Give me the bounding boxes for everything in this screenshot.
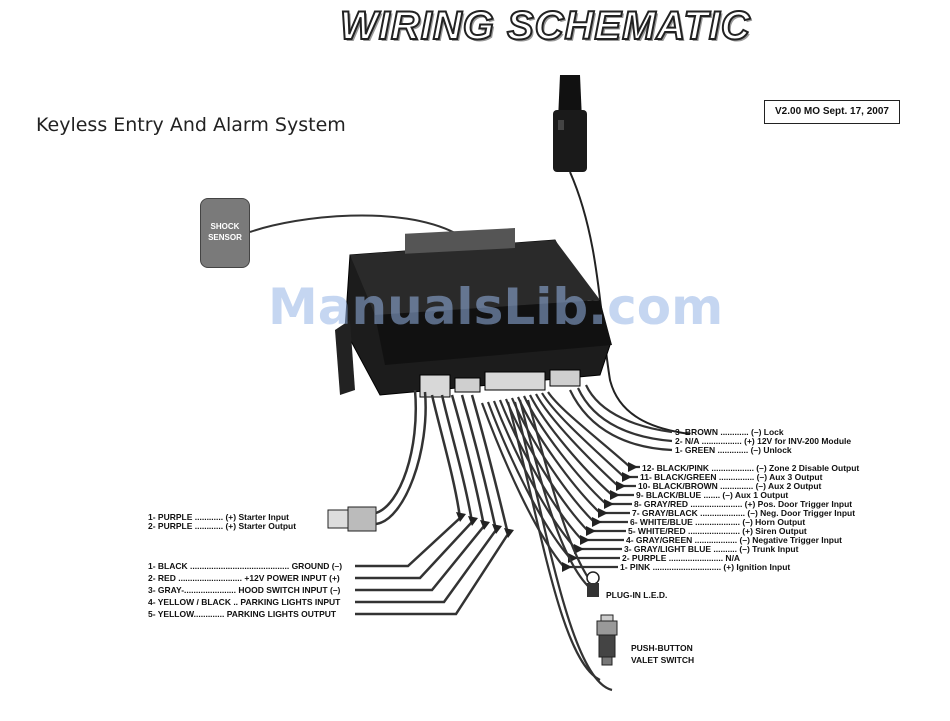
power-label-ground: 1- BLACK ...............................… (148, 561, 343, 571)
top-right-wires (569, 384, 673, 452)
starter-label-input: 1- PURPLE ............ (+) Starter Input (148, 512, 289, 522)
wire-label-4: 4- GRAY/GREEN .................. (–) Neg… (626, 535, 843, 545)
valet-switch-icon (596, 614, 618, 666)
power-label-parking-out: 5- YELLOW............. PARKING LIGHTS OU… (148, 609, 337, 619)
starter-label-output: 2- PURPLE ............ (+) Starter Outpu… (148, 521, 297, 531)
power-label-parking-in: 4- YELLOW / BLACK .. PARKING LIGHTS INPU… (148, 597, 341, 607)
wire-label-10: 10- BLACK/BROWN .............. (–) Aux 2… (638, 481, 822, 491)
plugin-led-icon (586, 571, 600, 597)
watermark: ManualsLib.com (268, 278, 724, 336)
power-label-hood: 3- GRAY-...................... HOOD SWIT… (148, 585, 341, 595)
wire-label-lock: 3- BROWN ............ (–) Lock (675, 427, 784, 437)
wire-label-2: 2- PURPLE ....................... N/A (622, 553, 741, 563)
wire-label-7: 7- GRAY/BLACK ................... (–) Ne… (632, 508, 856, 518)
wire-label-3: 3- GRAY/LIGHT BLUE .......... (–) Trunk … (624, 544, 799, 554)
power-label-12v: 2- RED ........................... +12V … (148, 573, 340, 583)
wire-label-8: 8- GRAY/RED ...................... (+) P… (634, 499, 853, 509)
wire-label-11: 11- BLACK/GREEN ............... (–) Aux … (640, 472, 823, 482)
led-valet-wires (506, 399, 613, 692)
page-title: WIRING SCHEMATIC (339, 3, 751, 49)
valet-label-line2: VALET SWITCH (631, 655, 695, 665)
shock-sensor: SHOCK SENSOR (200, 198, 250, 268)
right-arrows (562, 462, 638, 572)
wire-label-12v: 2- N/A ................. (+) 12V for INV… (675, 436, 852, 446)
remote-antenna-icon (553, 75, 691, 435)
version-box: V2.00 MO Sept. 17, 2007 (764, 100, 900, 124)
shock-sensor-cable (249, 214, 456, 234)
wire-label-6: 6- WHITE/BLUE ................... (–) Ho… (630, 517, 806, 527)
left-arrows (456, 512, 514, 538)
wire-label-unlock: 1- GREEN ............. (–) Unlock (675, 445, 792, 455)
page-subtitle: Keyless Entry And Alarm System (36, 114, 346, 136)
control-module (335, 228, 612, 398)
valet-switch-label: PUSH-BUTTON VALET SWITCH (631, 642, 694, 666)
starter-connector-icon (327, 389, 427, 532)
wire-label-12: 12- BLACK/PINK .................. (–) Zo… (642, 463, 860, 473)
left-wires (355, 394, 510, 616)
valet-label-line1: PUSH-BUTTON (631, 643, 693, 653)
wire-label-5: 5- WHITE/RED ...................... (+) … (628, 526, 807, 536)
plugin-led-label: PLUG-IN L.E.D. (606, 590, 668, 600)
wire-label-9: 9- BLACK/BLUE ....... (–) Aux 1 Output (636, 490, 789, 500)
wire-label-1: 1- PINK ............................. (+… (620, 562, 791, 572)
